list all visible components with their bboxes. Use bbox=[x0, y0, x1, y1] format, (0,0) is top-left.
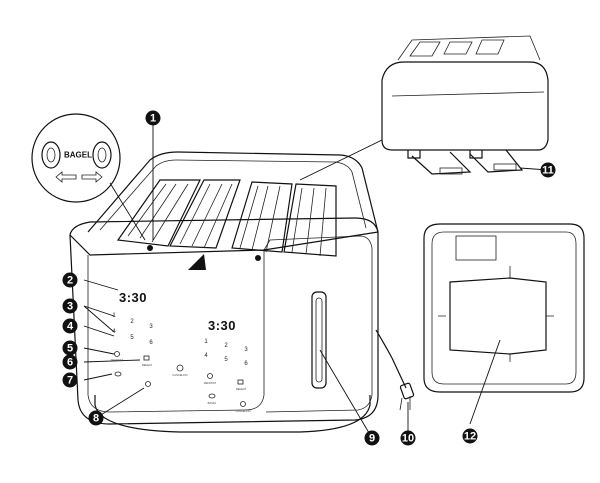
callout-12: 12 bbox=[462, 428, 478, 444]
right-label-cancel: CANCEL/ON bbox=[235, 409, 250, 413]
right-label-defrost: DEFROST bbox=[204, 381, 217, 385]
left-display-time: 3:30 bbox=[119, 290, 147, 305]
bagel-detail-label: BAGEL bbox=[64, 151, 92, 160]
right-cancel-icon bbox=[240, 401, 246, 407]
toaster-body bbox=[69, 151, 415, 433]
right-bagel-icon bbox=[208, 393, 216, 399]
right-num-6: 6 bbox=[244, 361, 248, 367]
lever-knob-left-icon bbox=[147, 245, 153, 251]
callout-circle bbox=[540, 162, 556, 178]
right-defrost-icon bbox=[207, 373, 213, 379]
callout-circle bbox=[364, 430, 380, 446]
callout-2: 2 bbox=[62, 272, 78, 288]
center-triangle-icon bbox=[188, 254, 206, 270]
left-control-panel: 3:30 1 2 3 4 5 6 DEFROST REHEAT CANCEL/O… bbox=[111, 290, 188, 387]
power-cord bbox=[375, 329, 407, 389]
lever-knob-right-icon bbox=[255, 255, 261, 261]
callout-number: 12 bbox=[464, 431, 476, 443]
left-label-reheat: REHEAT bbox=[142, 363, 153, 367]
left-label-cancel: CANCEL/ON bbox=[172, 373, 187, 377]
callout-8: 8 bbox=[88, 410, 104, 426]
callout-circle bbox=[62, 298, 78, 314]
callout-number: 10 bbox=[402, 433, 414, 445]
right-label-reheat: REHEAT bbox=[236, 387, 247, 391]
callout-10: 10 bbox=[400, 430, 416, 446]
callout-circle bbox=[462, 428, 478, 444]
crumb-tray-handle bbox=[311, 291, 327, 389]
right-num-4: 4 bbox=[204, 353, 208, 359]
left-num-5: 5 bbox=[130, 335, 134, 341]
right-control-panel: 3:30 1 2 3 4 5 6 DEFROST REHEAT BAGEL CA… bbox=[204, 318, 251, 413]
leader-lines bbox=[83, 118, 409, 439]
left-num-3: 3 bbox=[149, 324, 153, 330]
callout-circle bbox=[62, 340, 78, 356]
bottom-view-inset bbox=[423, 223, 585, 425]
right-num-3: 3 bbox=[244, 347, 248, 353]
defrost-icon bbox=[114, 351, 120, 357]
power-icon bbox=[176, 364, 184, 372]
left-cancel-icon bbox=[145, 381, 151, 387]
reheat-icon bbox=[143, 355, 150, 361]
left-num-4: 4 bbox=[112, 329, 116, 335]
arrow-left-icon bbox=[55, 171, 77, 183]
right-num-5: 5 bbox=[224, 357, 228, 363]
callout-circle bbox=[145, 110, 161, 126]
callout-6: 6 bbox=[62, 354, 78, 370]
left-num-6: 6 bbox=[149, 340, 153, 346]
crumb-tray-detail-inset bbox=[299, 35, 549, 181]
callout-7: 7 bbox=[62, 372, 78, 388]
arrow-right-icon bbox=[81, 171, 103, 183]
callout-circle bbox=[400, 430, 416, 446]
bagel-icon bbox=[114, 371, 122, 377]
callout-number: 11 bbox=[542, 165, 554, 177]
callout-number: 6 bbox=[67, 357, 73, 369]
callout-number: 9 bbox=[369, 433, 375, 445]
callout-9: 9 bbox=[364, 430, 380, 446]
callout-3: 3 bbox=[62, 298, 78, 314]
right-num-1: 1 bbox=[204, 339, 208, 345]
callout-1: 1 bbox=[145, 110, 161, 126]
callout-5: 5 bbox=[62, 340, 78, 356]
callout-number: 4 bbox=[67, 321, 74, 333]
left-num-1: 1 bbox=[112, 313, 116, 319]
left-num-2: 2 bbox=[130, 319, 134, 325]
right-display-time: 3:30 bbox=[208, 318, 236, 333]
callout-circle bbox=[62, 372, 78, 388]
callout-number: 1 bbox=[150, 113, 156, 125]
callout-number: 3 bbox=[67, 301, 73, 313]
callout-number: 7 bbox=[67, 375, 73, 387]
right-num-2: 2 bbox=[224, 343, 228, 349]
callout-circle bbox=[62, 354, 78, 370]
bagel-detail-inset: BAGEL bbox=[31, 113, 146, 241]
right-reheat-icon bbox=[237, 379, 244, 385]
right-label-bagel: BAGEL bbox=[208, 401, 217, 405]
callout-number: 5 bbox=[67, 343, 73, 355]
callout-4: 4 bbox=[62, 318, 78, 334]
callout-11: 11 bbox=[540, 162, 556, 178]
plug bbox=[399, 382, 415, 400]
callout-number: 8 bbox=[93, 413, 99, 425]
callout-circle bbox=[62, 318, 78, 334]
bread-slots bbox=[116, 179, 337, 257]
callout-circle bbox=[62, 272, 78, 288]
callout-circle bbox=[88, 410, 104, 426]
callout-number: 2 bbox=[67, 275, 73, 287]
left-label-defrost: DEFROST bbox=[111, 358, 124, 362]
